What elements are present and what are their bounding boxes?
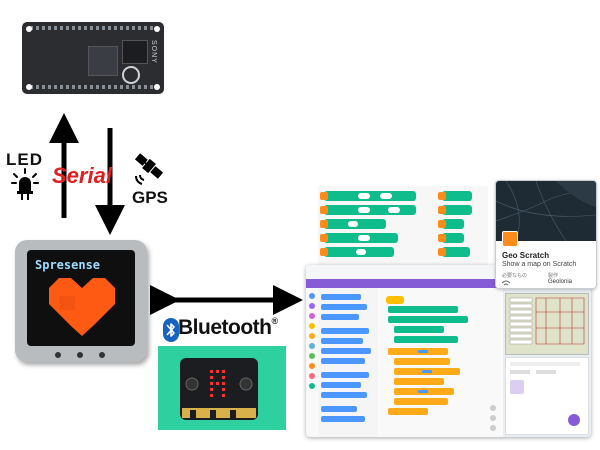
spresense-device: Spresense xyxy=(15,240,147,362)
block-list-shapes xyxy=(321,294,371,422)
board-chip xyxy=(88,46,118,76)
board-pins-top xyxy=(30,26,156,30)
device-button xyxy=(55,352,61,358)
board-hole xyxy=(154,26,160,32)
led-icon xyxy=(11,168,39,200)
gps-label: GPS xyxy=(132,188,168,207)
device-button xyxy=(99,352,105,358)
device-screen-label: Spresense xyxy=(35,258,101,272)
board-brand: SONY xyxy=(150,40,157,64)
bluetooth-label: Bluetooth® xyxy=(178,316,278,340)
satellite-icon xyxy=(134,153,164,185)
category-palette xyxy=(306,288,318,437)
scratch-blocks-panel xyxy=(318,186,488,266)
geo-card-meta-right: 製作 xyxy=(548,273,559,279)
board-pins-bottom xyxy=(30,85,156,89)
sprite-pane-shapes xyxy=(510,362,580,426)
bluetooth-label-text: Bluetooth xyxy=(178,316,272,339)
board-hole xyxy=(26,84,32,90)
block-list xyxy=(318,288,379,437)
geo-card-subtitle: Show a map on Scratch xyxy=(502,261,577,268)
heart-icon xyxy=(49,278,115,336)
device-button xyxy=(77,352,83,358)
sprite-pane xyxy=(505,357,589,435)
bluetooth-trademark: ® xyxy=(271,316,278,326)
workspace-scripts xyxy=(386,296,496,431)
geo-card-meta-left: 必要なもの xyxy=(502,273,528,279)
geo-card-author: Geolonia xyxy=(548,279,573,285)
stage-map xyxy=(505,293,589,355)
geo-scratch-card[interactable]: Geo Scratch Show a map on Scratch 必要なもの … xyxy=(495,180,597,289)
microbit-face xyxy=(182,370,256,418)
code-workspace xyxy=(378,288,503,437)
spresense-board: SONY xyxy=(22,22,164,94)
bluetooth-icon xyxy=(163,318,179,342)
scratch-menu-bar xyxy=(306,279,591,288)
board-hole xyxy=(154,84,160,90)
category-dots xyxy=(309,293,315,389)
scratch-app-window xyxy=(306,265,591,437)
board-logo xyxy=(122,66,140,84)
geo-card-extension-icon xyxy=(502,231,518,247)
led-label: LED xyxy=(6,150,43,169)
device-screen: Spresense xyxy=(27,250,135,346)
board-chip xyxy=(122,40,148,64)
board-hole xyxy=(26,26,32,32)
stage-map-lines xyxy=(509,297,585,345)
microbit-board xyxy=(180,358,258,420)
wifi-icon xyxy=(502,280,510,286)
geo-card-title: Geo Scratch xyxy=(502,251,550,260)
serial-label: Serial xyxy=(52,163,112,188)
